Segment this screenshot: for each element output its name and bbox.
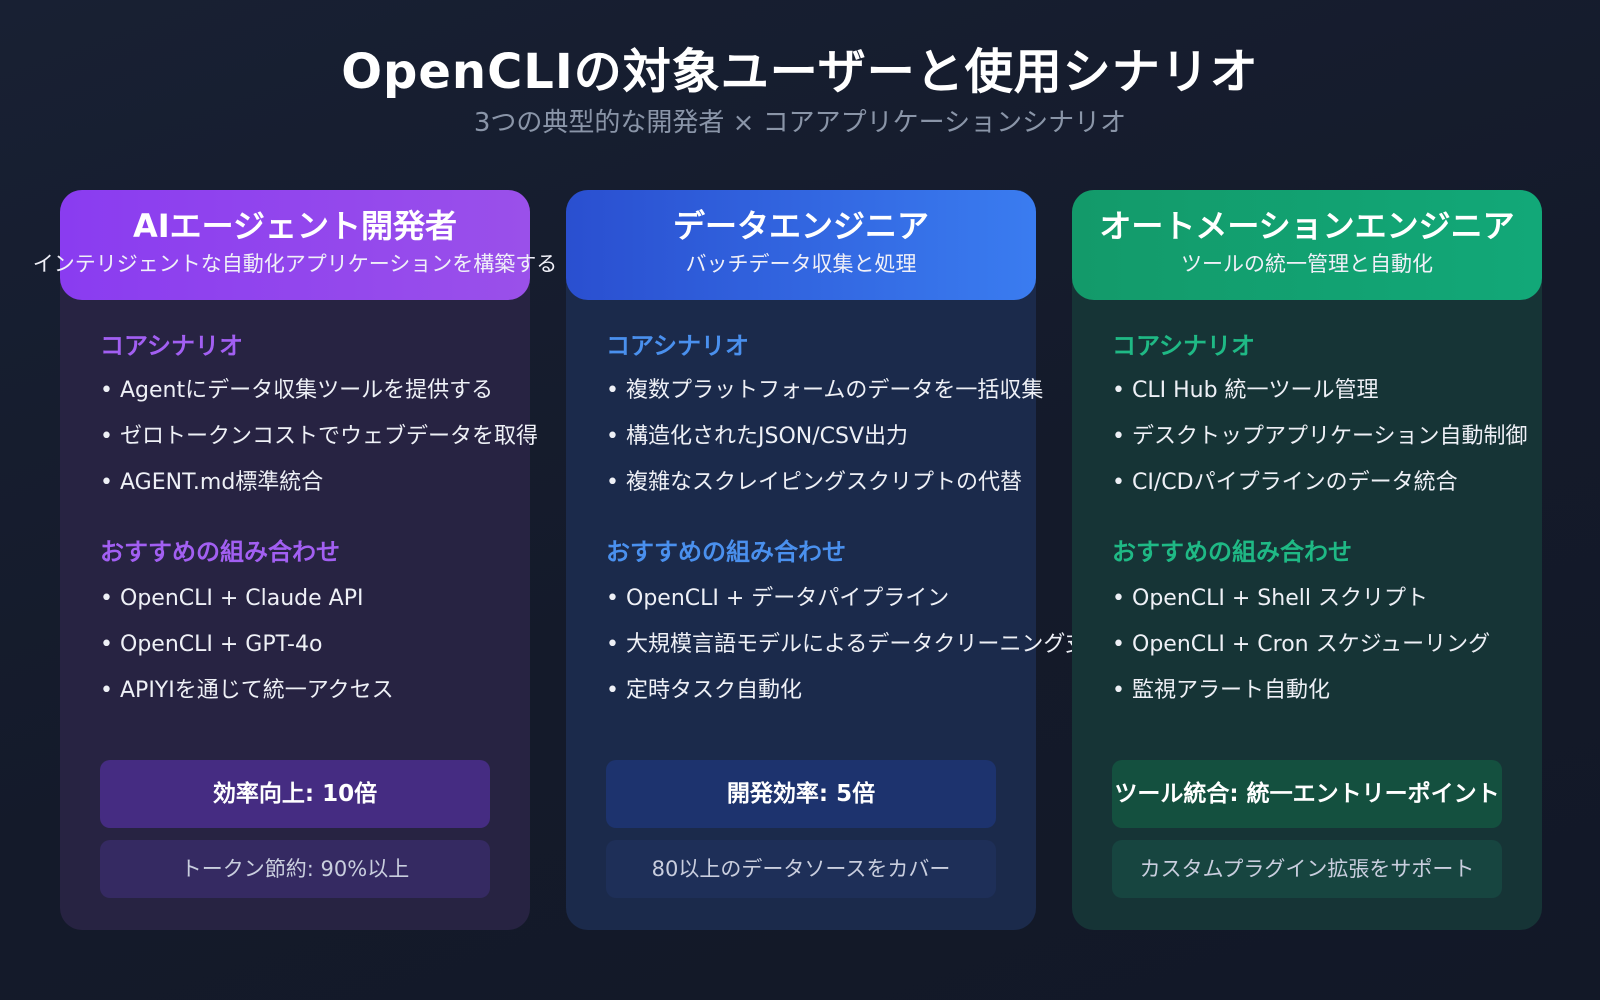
- persona-card-automation-engineer: オートメーションエンジニア ツールの統一管理と自動化 コアシナリオ •CLI H…: [1072, 190, 1542, 930]
- persona-card-data-engineer: データエンジニア バッチデータ収集と処理 コアシナリオ •複数プラットフォームの…: [566, 190, 1109, 930]
- bullet-icon: •: [100, 678, 113, 703]
- list-item: •大規模言語モデルによるデータクリーニング支援: [606, 622, 1109, 668]
- recommended-combo-heading: おすすめの組み合わせ: [100, 538, 340, 566]
- bullet-icon: •: [100, 470, 113, 495]
- list-item: •監視アラート自動化: [1112, 668, 1490, 714]
- bullet-icon: •: [1112, 378, 1125, 403]
- list-item: •CI/CDパイプラインのデータ統合: [1112, 460, 1528, 506]
- list-item: •AGENT.md標準統合: [100, 460, 538, 506]
- list-item: •構造化されたJSON/CSV出力: [606, 414, 1043, 460]
- card-header: AIエージェント開発者 インテリジェントな自動化アプリケーションを構築する: [33, 190, 557, 300]
- list-item: •定時タスク自動化: [606, 668, 1109, 714]
- page-title: OpenCLIの対象ユーザーと使用シナリオ: [341, 44, 1259, 100]
- list-item: •複数プラットフォームのデータを一括収集: [606, 368, 1043, 414]
- list-item: •デスクトップアプリケーション自動制御: [1112, 414, 1528, 460]
- list-item: •ゼロトークンコストでウェブデータを取得: [100, 414, 538, 460]
- bullet-icon: •: [100, 586, 113, 611]
- list-item: •複雑なスクレイピングスクリプトの代替: [606, 460, 1043, 506]
- core-scenario-heading: コアシナリオ: [606, 332, 750, 360]
- bullet-icon: •: [1112, 632, 1125, 657]
- card-tagline: ツールの統一管理と自動化: [1181, 252, 1433, 276]
- list-item: •OpenCLI + GPT-4o: [100, 622, 394, 668]
- list-item: •OpenCLI + データパイプライン: [606, 576, 1109, 622]
- metric-secondary: カスタムプラグイン拡張をサポート: [1112, 840, 1502, 898]
- bullet-icon: •: [100, 424, 113, 449]
- core-scenario-heading: コアシナリオ: [100, 332, 244, 360]
- bullet-icon: •: [1112, 586, 1125, 611]
- bullet-icon: •: [606, 632, 619, 657]
- card-header: オートメーションエンジニア ツールの統一管理と自動化: [1072, 190, 1542, 300]
- card-title: AIエージェント開発者: [132, 207, 458, 245]
- recommended-combo-heading: おすすめの組み合わせ: [606, 538, 846, 566]
- bullet-icon: •: [606, 424, 619, 449]
- list-item: •CLI Hub 統一ツール管理: [1112, 368, 1528, 414]
- bullet-icon: •: [606, 678, 619, 703]
- bullet-icon: •: [606, 378, 619, 403]
- core-scenario-heading: コアシナリオ: [1112, 332, 1256, 360]
- bullet-icon: •: [1112, 470, 1125, 495]
- core-scenario-list: •複数プラットフォームのデータを一括収集 •構造化されたJSON/CSV出力 •…: [606, 368, 1043, 506]
- metric-secondary: 80以上のデータソースをカバー: [606, 840, 996, 898]
- bullet-icon: •: [1112, 424, 1125, 449]
- core-scenario-list: •CLI Hub 統一ツール管理 •デスクトップアプリケーション自動制御 •CI…: [1112, 368, 1528, 506]
- recommended-combo-list: •OpenCLI + データパイプライン •大規模言語モデルによるデータクリーニ…: [606, 576, 1109, 714]
- card-title: データエンジニア: [672, 207, 929, 245]
- core-scenario-list: •Agentにデータ収集ツールを提供する •ゼロトークンコストでウェブデータを取…: [100, 368, 538, 506]
- page-subtitle: 3つの典型的な開発者 × コアアプリケーションシナリオ: [473, 108, 1127, 138]
- metric-primary: ツール統合: 統一エントリーポイント: [1112, 760, 1502, 828]
- list-item: •Agentにデータ収集ツールを提供する: [100, 368, 538, 414]
- bullet-icon: •: [100, 378, 113, 403]
- list-item: •APIYIを通じて統一アクセス: [100, 668, 394, 714]
- list-item: •OpenCLI + Claude API: [100, 576, 394, 622]
- bullet-icon: •: [1112, 678, 1125, 703]
- bullet-icon: •: [606, 586, 619, 611]
- card-title: オートメーションエンジニア: [1099, 207, 1515, 245]
- metric-primary: 開発効率: 5倍: [606, 760, 996, 828]
- bullet-icon: •: [606, 470, 619, 495]
- recommended-combo-heading: おすすめの組み合わせ: [1112, 538, 1352, 566]
- list-item: •OpenCLI + Shell スクリプト: [1112, 576, 1490, 622]
- list-item: •OpenCLI + Cron スケジューリング: [1112, 622, 1490, 668]
- persona-card-ai-agent-developer: AIエージェント開発者 インテリジェントな自動化アプリケーションを構築する コア…: [33, 190, 557, 930]
- card-tagline: バッチデータ収集と処理: [685, 252, 917, 276]
- recommended-combo-list: •OpenCLI + Shell スクリプト •OpenCLI + Cron ス…: [1112, 576, 1490, 714]
- metric-secondary: トークン節約: 90%以上: [100, 840, 490, 898]
- bullet-icon: •: [100, 632, 113, 657]
- recommended-combo-list: •OpenCLI + Claude API •OpenCLI + GPT-4o …: [100, 576, 394, 714]
- card-tagline: インテリジェントな自動化アプリケーションを構築する: [32, 252, 558, 276]
- metric-primary: 効率向上: 10倍: [100, 760, 490, 828]
- card-header: データエンジニア バッチデータ収集と処理: [566, 190, 1036, 300]
